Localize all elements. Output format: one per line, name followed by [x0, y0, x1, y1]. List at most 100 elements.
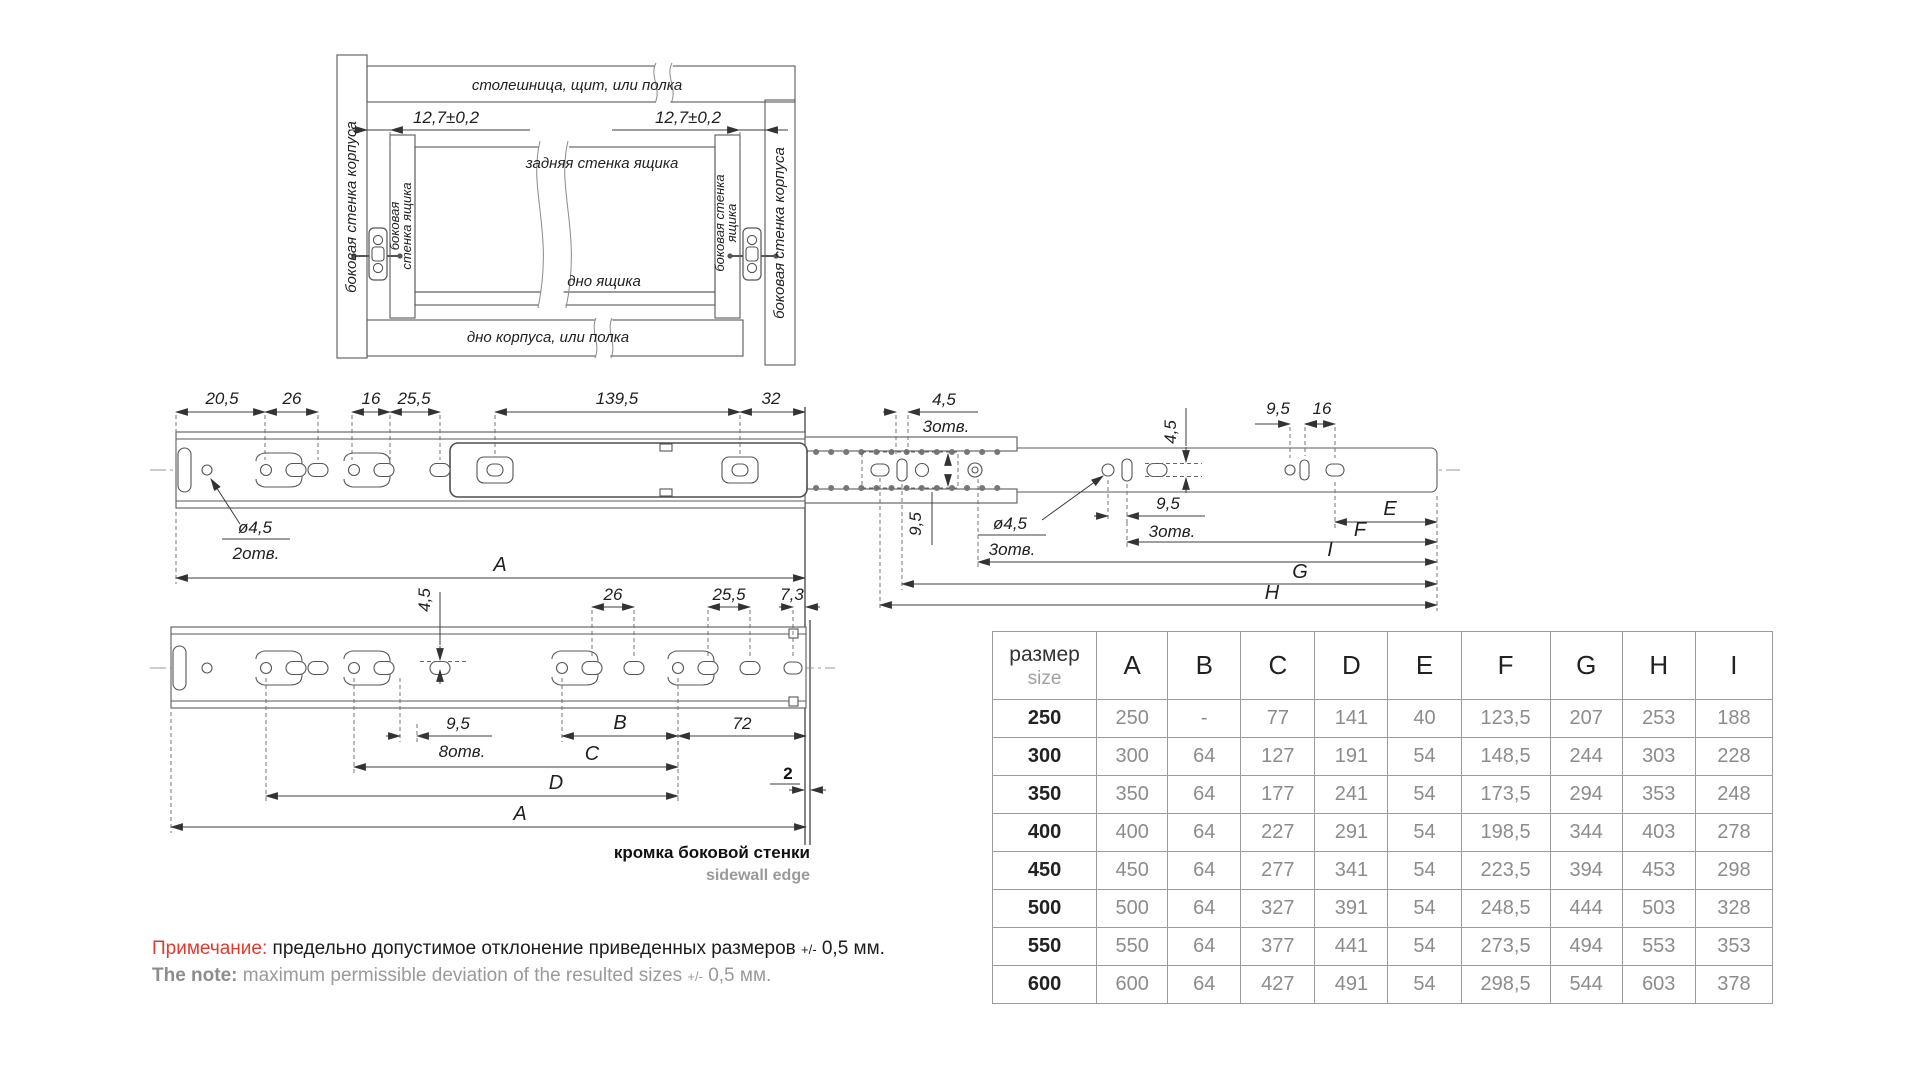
- note-label-en: The note:: [152, 965, 238, 986]
- value-cell: 377: [1240, 927, 1316, 966]
- value-cell: 54: [1387, 775, 1462, 814]
- dim-72: 72: [733, 714, 752, 733]
- value-cell: 228: [1694, 737, 1774, 776]
- value-cell: 444: [1549, 889, 1623, 928]
- gap-dim-right-label: 12,7±0,2: [655, 108, 722, 127]
- cabinet-section-diagram: 12,7±0,2 12,7±0,2 столешница, щит, или п…: [336, 54, 796, 366]
- size-label-en: size: [1027, 667, 1062, 689]
- hole-callout-2otv: ø4,5 2отв.: [210, 478, 290, 563]
- dim-2mm: 2: [783, 764, 792, 783]
- left-wall-label: боковая стенка корпуса: [343, 121, 360, 293]
- dim-4-5-holes: 3отв.: [923, 417, 970, 436]
- top-panel-label: столешница, щит, или полка: [472, 77, 682, 94]
- value-cell: 248: [1694, 775, 1774, 814]
- value-cell: 600: [1096, 965, 1169, 1004]
- size-cell: 600: [991, 965, 1098, 1004]
- value-cell: 54: [1387, 851, 1462, 890]
- value-cell: 54: [1387, 927, 1462, 966]
- value-cell: 173,5: [1460, 775, 1551, 814]
- dim-139-5: 139,5: [596, 389, 639, 408]
- value-cell: 391: [1314, 889, 1389, 928]
- dim-d: D: [549, 772, 563, 794]
- value-cell: 394: [1549, 851, 1623, 890]
- size-cell: 500: [991, 889, 1098, 928]
- letter-dimensions: E F I G H: [878, 478, 1439, 611]
- size-label-ru: размер: [1009, 642, 1080, 666]
- drawer-bottom-label: дно ящика: [567, 273, 641, 290]
- value-cell: 400: [1096, 813, 1169, 852]
- col-header-i: I: [1694, 631, 1774, 700]
- value-cell: 441: [1314, 927, 1389, 966]
- dim-7-3: 7,3: [780, 585, 804, 604]
- hole-dia-label: ø4,5: [238, 518, 273, 537]
- note-block: Примечание: предельно допустимое отклоне…: [152, 936, 885, 990]
- dim-20-5: 20,5: [204, 389, 239, 408]
- value-cell: 294: [1549, 775, 1623, 814]
- value-cell: 303: [1621, 737, 1696, 776]
- value-cell: 503: [1621, 889, 1696, 928]
- value-cell: 341: [1314, 851, 1389, 890]
- value-cell: 54: [1387, 737, 1462, 776]
- table-header-row: размер size A B C D E F G H I: [991, 631, 1774, 700]
- col-header-e: E: [1387, 631, 1462, 700]
- value-cell: 278: [1694, 813, 1774, 852]
- value-cell: 250: [1096, 699, 1169, 738]
- drawer-left-wall: [389, 134, 416, 319]
- value-cell: 327: [1240, 889, 1316, 928]
- size-cell: 400: [991, 813, 1098, 852]
- value-cell: 54: [1387, 889, 1462, 928]
- size-cell: 300: [991, 737, 1098, 776]
- dim-h: H: [1265, 582, 1280, 604]
- dim-9-5-drawer-count: 8отв.: [439, 742, 486, 761]
- value-cell: 148,5: [1460, 737, 1551, 776]
- value-cell: 494: [1549, 927, 1623, 966]
- note-text-ru: предельно допустимое отклонение приведен…: [272, 938, 796, 959]
- value-cell: 298,5: [1460, 965, 1551, 1004]
- dim-9-5-3otv: 9,5 3отв.: [1094, 480, 1205, 541]
- drawer-rail-top-dimensions: 4,5 26 25,5 7,3: [415, 585, 820, 684]
- dim-16-right: 16: [1313, 399, 1332, 418]
- drawer-right-wall-label-1: боковая стенка: [712, 174, 727, 271]
- note-text-en: maximum permissible deviation of the res…: [242, 965, 683, 986]
- col-header-f: F: [1460, 631, 1551, 700]
- cabinet-bottom-panel: [366, 319, 744, 357]
- dim-9-5-drawer: 9,5: [446, 714, 470, 733]
- drawer-left-wall-label-2: стенка ящика: [399, 182, 414, 269]
- value-cell: 54: [1387, 813, 1462, 852]
- value-cell: 64: [1167, 813, 1242, 852]
- dim-c: C: [585, 743, 600, 765]
- note-label-ru: Примечание:: [152, 938, 268, 959]
- hole-count-label-2: 3отв.: [989, 540, 1036, 559]
- value-cell: 123,5: [1460, 699, 1551, 738]
- size-cell: 350: [991, 775, 1098, 814]
- value-cell: 198,5: [1460, 813, 1551, 852]
- col-header-a: A: [1096, 631, 1169, 700]
- value-cell: 427: [1240, 965, 1316, 1004]
- value-cell: -: [1167, 699, 1242, 738]
- sidewall-edge-label-en: sidewall edge: [706, 867, 810, 884]
- drawer-left-wall-label-1: боковая: [387, 202, 402, 251]
- dim-16: 16: [362, 389, 381, 408]
- value-cell: 500: [1096, 889, 1169, 928]
- value-cell: 241: [1314, 775, 1389, 814]
- note-tail-ru: 0,5 мм.: [821, 938, 885, 959]
- note-pm-en: +/-: [687, 969, 703, 984]
- hole-callout-3otv: ø4,5 3отв.: [978, 475, 1104, 559]
- dim-4-5-drawer: 4,5: [415, 588, 434, 612]
- value-cell: 344: [1549, 813, 1623, 852]
- value-cell: 544: [1549, 965, 1623, 1004]
- value-cell: 54: [1387, 965, 1462, 1004]
- hole-count-label: 2отв.: [232, 544, 280, 563]
- drawer-right-wall-label-2: ящика: [724, 204, 739, 244]
- value-cell: 64: [1167, 737, 1242, 776]
- value-cell: 188: [1694, 699, 1774, 738]
- value-cell: 244: [1549, 737, 1623, 776]
